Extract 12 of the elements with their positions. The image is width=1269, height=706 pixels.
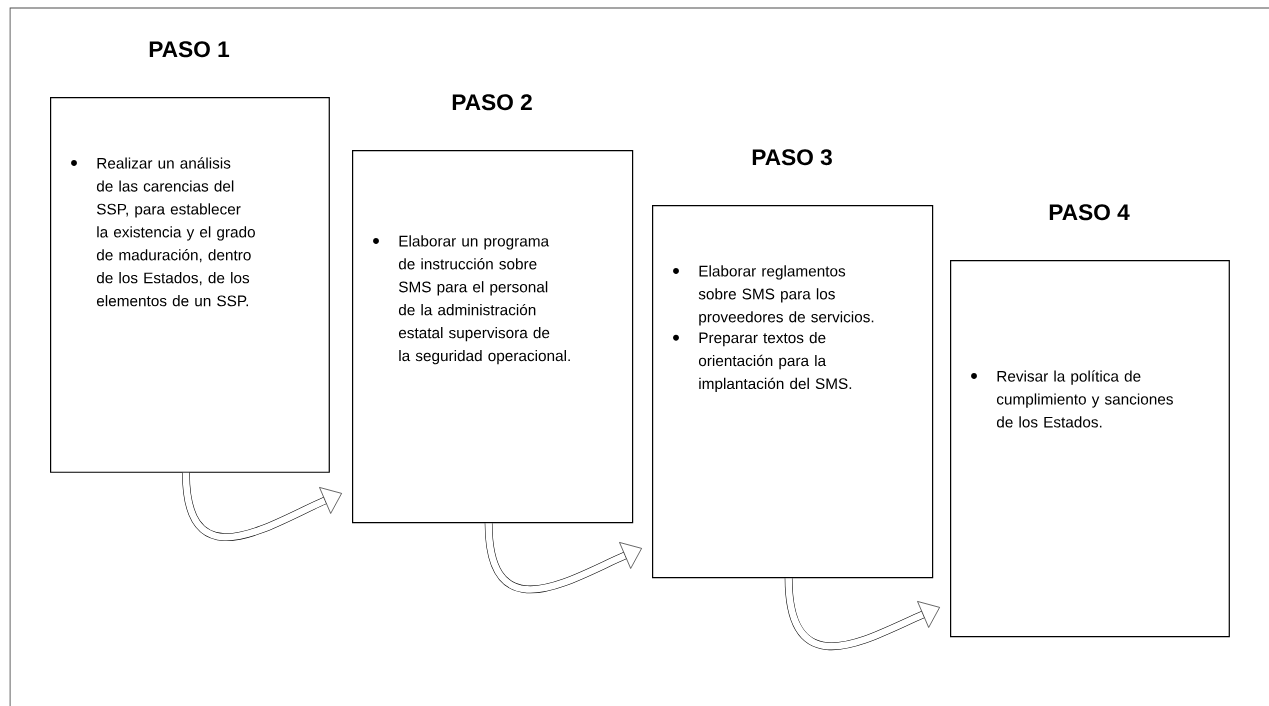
bullet-text: Realizar un análisis de las carencias del SSP, para establecer la existencia y el grado de maduración, dentro de los Estados, de los elementos de un SSP. — [96, 157, 255, 307]
step-heading: PASO 1 — [149, 41, 230, 58]
bullet-text: Revisar la política de cumplimiento y sanciones de los Estados. — [996, 370, 1173, 428]
step-heading: PASO 4 — [1049, 204, 1130, 221]
curved-arrow — [182, 472, 342, 541]
curved-arrow — [484, 522, 642, 593]
step-heading: PASO 2 — [452, 94, 532, 111]
step-heading: PASO 3 — [752, 149, 832, 166]
bullet-text: Elaborar reglamentos sobre SMS para los proveedores de servicios. — [698, 265, 874, 326]
bullet-text: Preparar textos de orientación para la implantación del SMS. — [698, 331, 852, 393]
curved-arrow — [784, 577, 940, 650]
bullet-text: Elaborar un programa de instrucción sobre SMS para el personal de la administración estatal supervisora de la seguridad operacional. — [398, 235, 570, 365]
